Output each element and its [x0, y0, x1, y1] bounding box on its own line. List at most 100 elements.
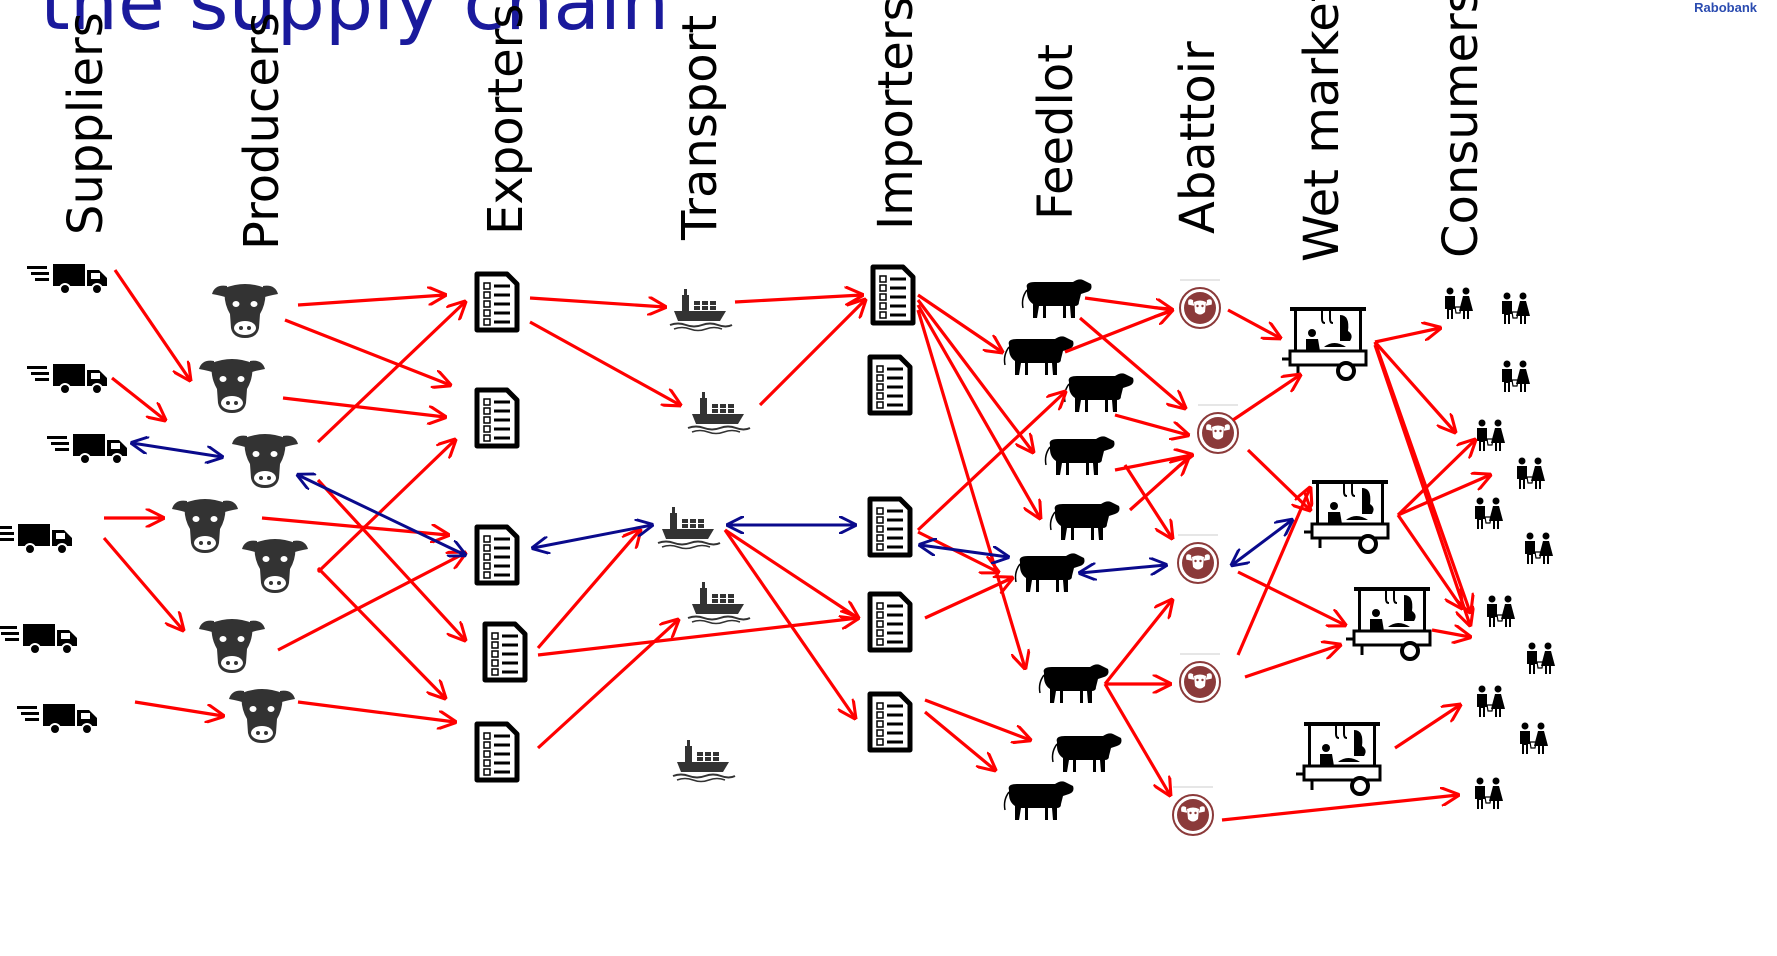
flow-arrow [284, 318, 450, 385]
producer-cow-icon [242, 539, 308, 593]
flow-arrow [758, 300, 865, 407]
flow-arrow [529, 298, 665, 307]
flow-arrow [536, 620, 678, 750]
supplier-truck-icon [27, 264, 107, 295]
producer-cow-icon [212, 284, 278, 338]
flow-arrow [1078, 316, 1185, 408]
producer-cow-icon [199, 619, 265, 673]
importer-document-icon [867, 354, 913, 416]
flow-arrow [277, 553, 465, 652]
feedlot-cattle-icon [1021, 279, 1092, 318]
supplier-truck-icon [0, 624, 77, 655]
consumer-shoppers-icon [1475, 497, 1503, 529]
transport-ship-icon [657, 507, 721, 550]
producer-cow-icon [172, 499, 238, 553]
flow-arrow [316, 566, 445, 698]
transport-ship-icon [687, 582, 751, 625]
traceback-arrow [132, 443, 222, 457]
brand-logo: Rabobank [1694, 0, 1757, 15]
supplier-truck-icon [47, 434, 127, 465]
traceback-arrow [1232, 520, 1292, 565]
flow-arrow [1394, 705, 1460, 750]
flow-arrow [1064, 310, 1172, 354]
consumer-shoppers-icon [1502, 292, 1530, 324]
feedlot-cattle-icon [1063, 373, 1134, 412]
flow-arrow [1397, 475, 1490, 517]
consumer-shoppers-icon [1527, 642, 1555, 674]
flow-arrow [113, 269, 190, 380]
flow-arrow [297, 700, 455, 722]
flow-arrow [924, 698, 1030, 740]
flow-arrow [916, 392, 1065, 532]
flow-arrow [1244, 645, 1340, 679]
exporter-document-icon [474, 271, 520, 333]
exporter-document-icon [474, 524, 520, 586]
wet-market-stall-icon [1282, 307, 1368, 381]
feedlot-cattle-icon [1003, 336, 1074, 375]
flow-arrow [111, 376, 165, 420]
consumer-shoppers-icon [1487, 595, 1515, 627]
flow-arrow [1227, 308, 1280, 338]
consumer-shoppers-icon [1477, 685, 1505, 717]
flow-arrow [917, 293, 1002, 352]
abattoir-badge-icon [1197, 404, 1239, 454]
producer-cow-icon [199, 359, 265, 413]
flow-arrow [1084, 296, 1172, 310]
flow-arrow [1374, 328, 1440, 344]
flow-arrow [102, 536, 183, 630]
feedlot-cattle-icon [1044, 436, 1115, 475]
exporter-document-icon [474, 387, 520, 449]
flow-arrow [734, 295, 862, 302]
consumer-shoppers-icon [1525, 532, 1553, 564]
importer-document-icon [870, 264, 916, 326]
flow-arrow [316, 302, 465, 444]
supplier-truck-icon [27, 364, 107, 395]
transport-ship-icon [687, 392, 751, 435]
abattoir-badge-icon [1179, 279, 1221, 329]
flow-arrow [1431, 630, 1470, 637]
flow-arrow [1237, 570, 1345, 625]
wet-market-stall-icon [1346, 587, 1432, 661]
producer-cow-icon [229, 689, 295, 743]
consumer-shoppers-icon [1445, 287, 1473, 319]
flow-arrow [537, 618, 858, 657]
flow-arrow [916, 299, 1033, 452]
producer-cow-icon [232, 434, 298, 488]
flow-arrow [1246, 448, 1310, 510]
flow-arrow [536, 530, 640, 650]
flow-arrow [923, 710, 995, 770]
importer-document-icon [867, 496, 913, 558]
feedlot-cattle-icon [1014, 553, 1085, 592]
flow-arrow [134, 700, 223, 716]
flow-arrow [723, 529, 855, 718]
flow-arrow [297, 295, 445, 307]
flow-arrow [529, 320, 680, 405]
feedlot-cattle-icon [1051, 733, 1122, 772]
feedlot-cattle-icon [1038, 664, 1109, 703]
flow-arrow [1114, 413, 1188, 435]
traceback-arrow [920, 545, 1008, 557]
flow-arrow [1103, 600, 1172, 685]
flow-arrow [1232, 375, 1300, 422]
wet-market-stall-icon [1304, 480, 1390, 554]
flow-arrow [916, 309, 1025, 668]
flow-arrow [1396, 514, 1462, 608]
flow-arrow [1221, 795, 1458, 822]
feedlot-cattle-icon [1003, 781, 1074, 820]
consumer-shoppers-icon [1517, 457, 1545, 489]
exporter-document-icon [482, 621, 528, 683]
exporter-document-icon [474, 721, 520, 783]
flow-arrow [916, 304, 1040, 518]
flow-arrow [924, 578, 1012, 620]
flow-arrow [1396, 440, 1475, 517]
importer-document-icon [867, 591, 913, 653]
consumer-shoppers-icon [1520, 722, 1548, 754]
wet-market-stall-icon [1296, 722, 1382, 796]
flow-arrow [1123, 464, 1172, 538]
traceback-arrow [533, 525, 652, 548]
importer-document-icon [867, 691, 913, 753]
consumer-shoppers-icon [1477, 419, 1505, 451]
abattoir-badge-icon [1179, 653, 1221, 703]
supplier-truck-icon [0, 524, 72, 555]
abattoir-badge-icon [1177, 534, 1219, 584]
